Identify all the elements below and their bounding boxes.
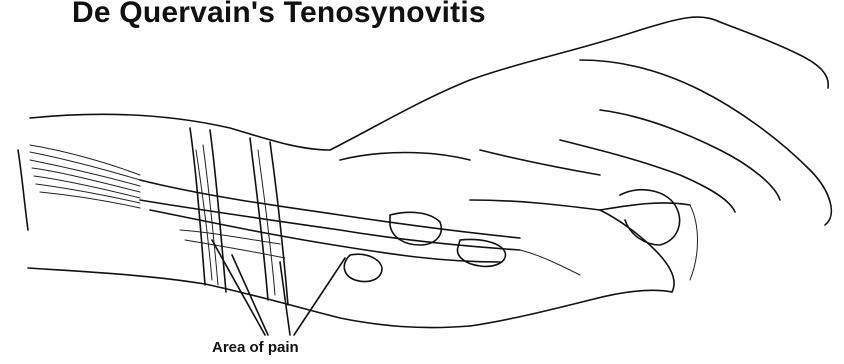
thumb-bones <box>344 190 697 326</box>
pain-pointer-lines <box>212 240 345 335</box>
pain-area-label: Area of pain <box>212 339 299 356</box>
hand-outline <box>330 17 831 225</box>
forearm-outline <box>18 114 470 327</box>
tendons <box>30 145 520 262</box>
